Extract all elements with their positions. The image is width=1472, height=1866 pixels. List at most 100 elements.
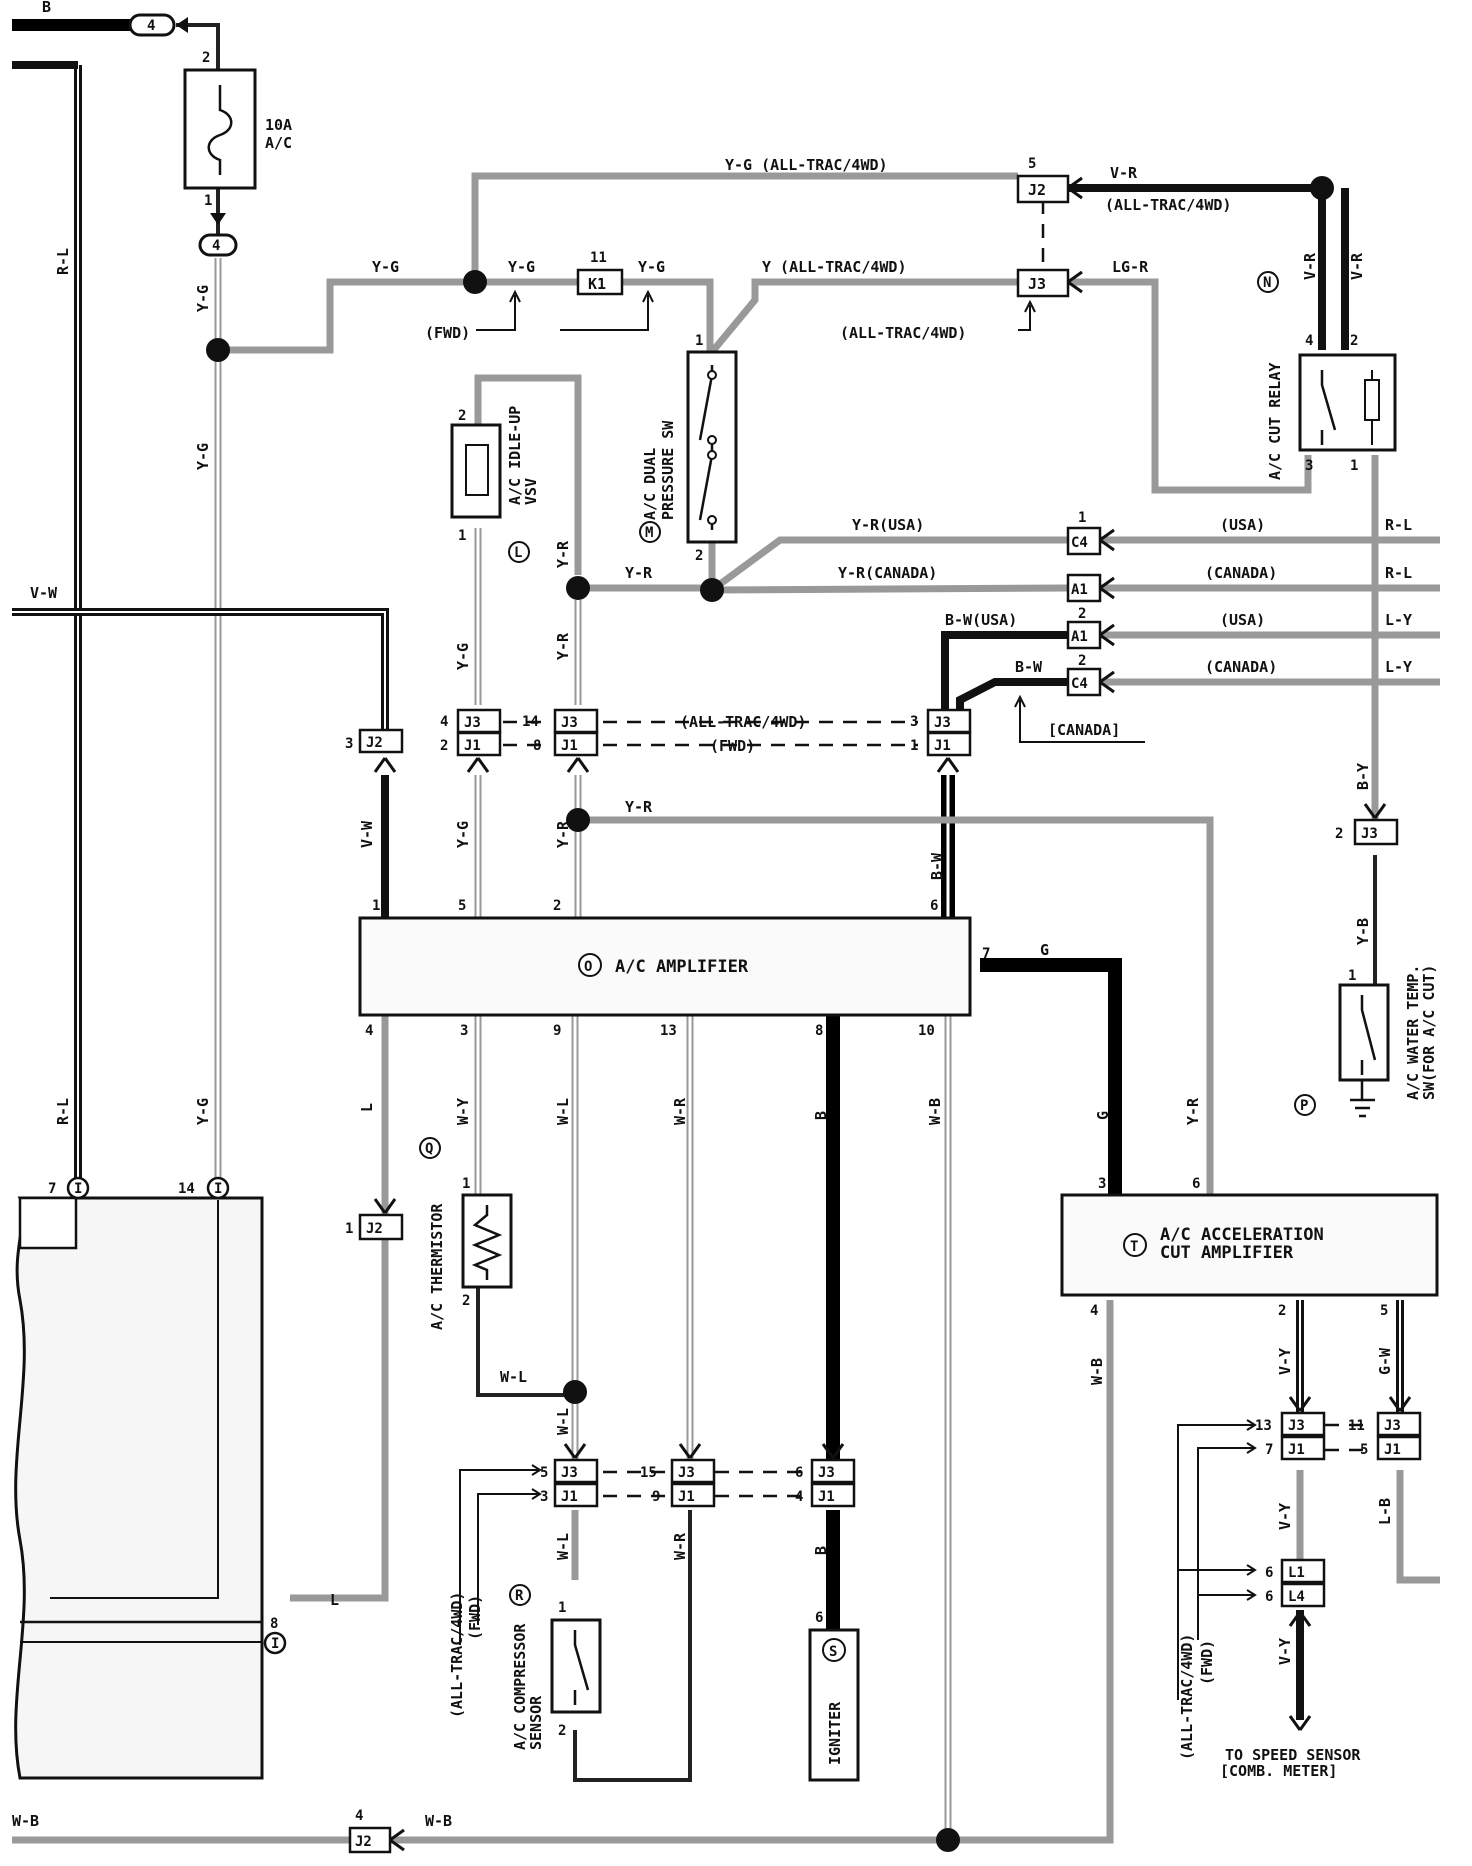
svg-text:Y-R(CANADA): Y-R(CANADA) xyxy=(838,564,937,582)
fuse-name: A/C xyxy=(265,134,292,152)
svg-text:R-L: R-L xyxy=(1385,516,1412,534)
ac-amplifier-label: A/C AMPLIFIER xyxy=(615,957,749,977)
connector-j2-top-label: J2 xyxy=(1028,181,1046,199)
svg-text:9: 9 xyxy=(553,1023,561,1039)
svg-text:8: 8 xyxy=(533,738,541,754)
connector-j2-lower-label: J2 xyxy=(366,1221,383,1237)
svg-text:6: 6 xyxy=(795,1465,803,1481)
svg-text:J3: J3 xyxy=(561,1465,578,1481)
connector-c4-canada xyxy=(1066,667,1102,697)
svg-text:4: 4 xyxy=(440,714,448,730)
svg-text:6: 6 xyxy=(1265,1589,1273,1605)
ac-amplifier-code: O xyxy=(584,959,592,975)
svg-text:R-L: R-L xyxy=(1385,564,1412,582)
svg-text:1: 1 xyxy=(204,193,212,209)
connector-j2-bottom-label: J2 xyxy=(355,1834,372,1850)
igniter: S IGNITER xyxy=(808,1628,860,1782)
arrows xyxy=(176,17,1412,1852)
svg-text:Y-G: Y-G xyxy=(508,258,535,276)
svg-text:10: 10 xyxy=(918,1023,935,1039)
ac-idle-up-vsv: A/C IDLE-UP VSV L xyxy=(450,406,540,563)
svg-text:2: 2 xyxy=(1078,606,1086,622)
svg-text:5: 5 xyxy=(540,1465,548,1481)
svg-text:4: 4 xyxy=(795,1489,803,1505)
svg-text:G: G xyxy=(1040,941,1049,959)
connector-j3-relay-label: J3 xyxy=(1361,826,1378,842)
accel-cut-code: T xyxy=(1130,1239,1138,1255)
compressor-code: R xyxy=(515,1588,524,1604)
connector-k1-label: K1 xyxy=(588,275,606,293)
svg-text:4: 4 xyxy=(1090,1303,1098,1319)
svg-text:L-B: L-B xyxy=(1376,1498,1394,1525)
svg-text:2: 2 xyxy=(1078,653,1086,669)
connector-links xyxy=(503,200,1370,1498)
dual-pressure-code: M xyxy=(645,525,653,541)
svg-text:(CANADA): (CANADA) xyxy=(1205,564,1277,582)
idle-up-label-2: VSV xyxy=(522,478,540,505)
svg-text:9: 9 xyxy=(652,1489,660,1505)
connector-a1-usa-label: A1 xyxy=(1071,629,1088,645)
ac-water-temp-switch: A/C WATER TEMP. SW(FOR A/C CUT) P xyxy=(1294,965,1438,1118)
svg-text:L-Y: L-Y xyxy=(1385,658,1412,676)
svg-text:1: 1 xyxy=(458,528,466,544)
svg-text:I: I xyxy=(214,1181,222,1197)
svg-text:14: 14 xyxy=(178,1181,195,1197)
svg-text:I: I xyxy=(74,1181,82,1197)
svg-text:6: 6 xyxy=(1192,1176,1200,1192)
svg-text:1: 1 xyxy=(558,1600,566,1616)
svg-text:3: 3 xyxy=(540,1489,548,1505)
connector-j2-lower xyxy=(358,1213,404,1241)
svg-text:L4: L4 xyxy=(1288,1589,1305,1605)
svg-text:2: 2 xyxy=(1350,333,1358,349)
svg-text:4: 4 xyxy=(1305,333,1313,349)
svg-text:Y-B: Y-B xyxy=(1354,918,1372,945)
svg-text:1: 1 xyxy=(695,333,703,349)
svg-text:2: 2 xyxy=(458,408,466,424)
svg-text:J3: J3 xyxy=(464,715,481,731)
svg-text:J1: J1 xyxy=(464,738,481,754)
dual-pressure-label-2: PRESSURE SW xyxy=(659,420,677,520)
svg-text:V-R: V-R xyxy=(1301,252,1319,280)
svg-text:W-R: W-R xyxy=(671,1097,689,1125)
svg-text:6: 6 xyxy=(815,1610,823,1626)
svg-text:(FWD): (FWD) xyxy=(710,737,755,755)
svg-text:J1: J1 xyxy=(561,1489,578,1505)
svg-text:3: 3 xyxy=(1305,458,1313,474)
svg-text:W-L: W-L xyxy=(554,1533,572,1560)
svg-text:Y-G: Y-G xyxy=(454,821,472,848)
svg-text:7: 7 xyxy=(982,946,990,962)
svg-text:7: 7 xyxy=(1265,1442,1273,1458)
svg-text:Y (ALL-TRAC/4WD): Y (ALL-TRAC/4WD) xyxy=(762,258,907,276)
svg-text:J1: J1 xyxy=(1384,1442,1401,1458)
fuse-10a-ac: 10A A/C xyxy=(183,68,292,190)
svg-text:Y-R: Y-R xyxy=(554,820,572,848)
svg-text:5: 5 xyxy=(1028,156,1036,172)
fuse-rating: 10A xyxy=(265,116,292,134)
svg-text:1: 1 xyxy=(1078,510,1086,526)
svg-text:B: B xyxy=(812,1546,830,1555)
svg-text:2: 2 xyxy=(553,898,561,914)
connector-j3-relay xyxy=(1353,818,1399,846)
svg-text:2: 2 xyxy=(1335,826,1343,842)
cut-relay-code: N xyxy=(1263,275,1271,291)
svg-text:L: L xyxy=(358,1103,376,1112)
ac-amplifier: O A/C AMPLIFIER xyxy=(358,916,972,1017)
connector-k1 xyxy=(576,268,624,296)
svg-text:(CANADA): (CANADA) xyxy=(1205,658,1277,676)
svg-text:V-R: V-R xyxy=(1110,164,1138,182)
svg-text:B-W: B-W xyxy=(1015,658,1043,676)
wires xyxy=(12,19,1440,1844)
svg-text:TO SPEED SENSOR: TO SPEED SENSOR xyxy=(1225,1746,1361,1764)
svg-text:W-R: W-R xyxy=(671,1532,689,1560)
splice-nodes xyxy=(206,176,1334,1852)
svg-text:Y-G: Y-G xyxy=(194,285,212,312)
compressor-label-2: SENSOR xyxy=(527,1695,545,1750)
connector-c4-canada-label: C4 xyxy=(1071,676,1088,692)
svg-text:3: 3 xyxy=(1098,1176,1106,1192)
svg-text:4: 4 xyxy=(212,238,220,254)
svg-text:(FWD): (FWD) xyxy=(1198,1640,1216,1685)
svg-text:Y-G: Y-G xyxy=(194,1098,212,1125)
svg-text:14: 14 xyxy=(522,714,539,730)
svg-text:J3: J3 xyxy=(1288,1418,1305,1434)
